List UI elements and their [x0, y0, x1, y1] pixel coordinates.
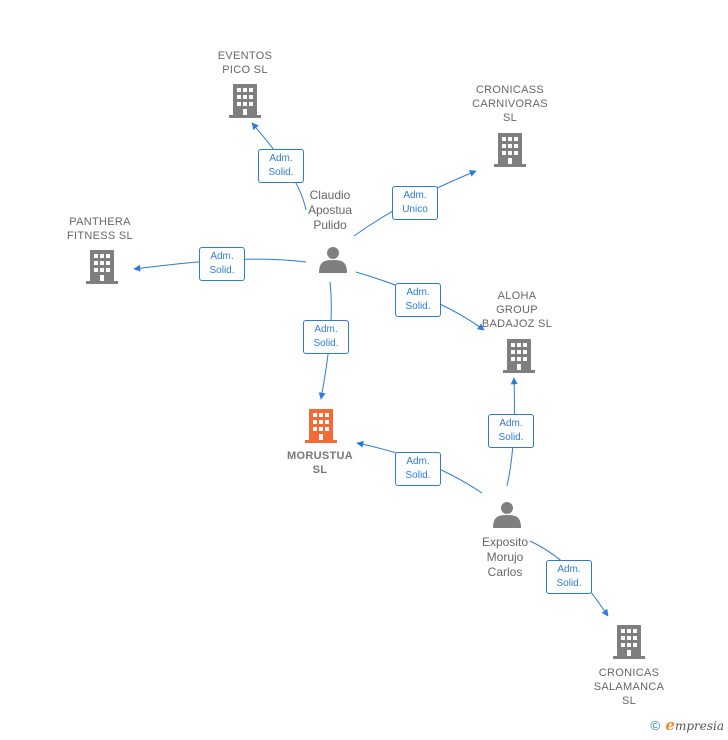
edge-label-claudio-morustua: Adm. Solid. — [303, 320, 349, 354]
label-cronicass-carnivoras[interactable]: CRONICASS CARNIVORAS SL — [472, 84, 548, 124]
edge-label-claudio-aloha: Adm. Solid. — [395, 283, 441, 317]
building-icon — [613, 625, 645, 659]
label-exposito-morujo-carlos[interactable]: Exposito Morujo Carlos — [481, 535, 529, 579]
node-eventos-pico[interactable] — [229, 84, 261, 118]
edge-label-claudio-eventos: Adm. Solid. — [258, 149, 304, 183]
label-cronicas-salamanca[interactable]: CRONICAS SALAMANCA SL — [593, 667, 665, 707]
edge-label-exposito-cronicas: Adm. Solid. — [546, 560, 592, 594]
building-icon — [494, 133, 526, 167]
edge-label-exposito-morustua: Adm. Solid. — [395, 452, 441, 486]
node-cronicass-carnivoras[interactable] — [494, 133, 526, 167]
person-icon — [493, 502, 521, 528]
node-exposito-morujo-carlos[interactable] — [493, 502, 521, 528]
building-icon — [86, 250, 118, 284]
building-icon — [305, 409, 337, 443]
footer-brand: © empresia — [650, 716, 724, 734]
label-morustua[interactable]: MORUSTUA SL — [287, 450, 353, 476]
node-aloha-group-badajoz[interactable] — [503, 339, 535, 373]
node-panthera-fitness[interactable] — [86, 250, 118, 284]
edge-label-claudio-cronicass: Adm. Unico — [392, 186, 438, 220]
label-eventos-pico[interactable]: EVENTOS PICO SL — [217, 50, 273, 76]
edge-label-exposito-aloha: Adm. Solid. — [488, 414, 534, 448]
brand-logo: empresia — [665, 716, 724, 734]
node-morustua[interactable] — [305, 409, 337, 443]
edge-label-claudio-panthera: Adm. Solid. — [199, 247, 245, 281]
building-icon — [503, 339, 535, 373]
node-claudio-apostua-pulido[interactable] — [319, 247, 347, 273]
node-cronicas-salamanca[interactable] — [613, 625, 645, 659]
label-panthera-fitness[interactable]: PANTHERA FITNESS SL — [67, 216, 133, 242]
label-claudio-apostua-pulido[interactable]: Claudio Apostua Pulido — [307, 188, 353, 232]
copyright-icon: © — [650, 718, 661, 733]
label-aloha-group-badajoz[interactable]: ALOHA GROUP BADAJOZ SL — [481, 290, 553, 330]
building-icon — [229, 84, 261, 118]
person-icon — [319, 247, 347, 273]
